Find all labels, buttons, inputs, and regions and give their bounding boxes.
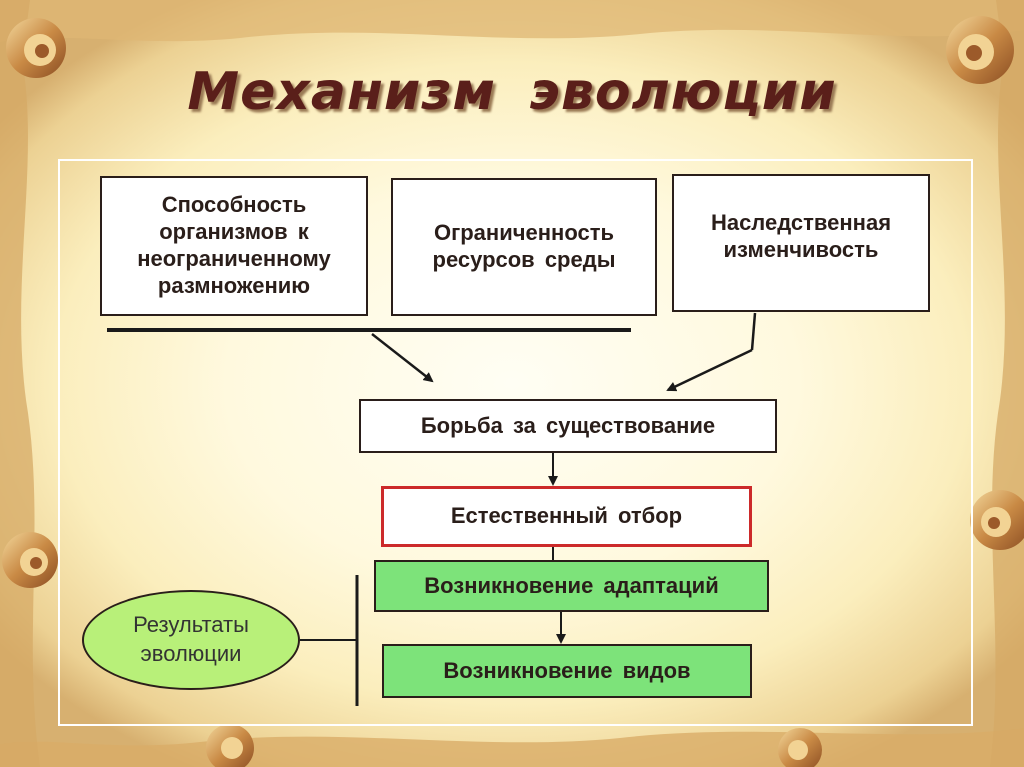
- species-emergence-box: Возникновение видов: [382, 644, 752, 698]
- adaptation-emergence-box: Возникновение адаптаций: [374, 560, 769, 612]
- content-frame: [58, 159, 973, 726]
- cause-box-resources: Ограниченность ресурсов среды: [391, 178, 657, 316]
- cause-line: Ограниченность: [433, 220, 614, 246]
- cause-line: Наследственная: [710, 210, 892, 235]
- cause-line: размножению: [157, 272, 311, 298]
- cause-line: организмов к: [159, 219, 309, 245]
- page-title: Механизм эволюции: [187, 62, 837, 122]
- natural-selection-box: Естественный отбор: [381, 486, 752, 547]
- cause-line: неограниченному: [137, 246, 331, 271]
- cause-line: ресурсов среды: [432, 247, 616, 272]
- cause-line: Способность: [161, 192, 307, 218]
- struggle-for-existence-box: Борьба за существование: [359, 399, 777, 453]
- results-line: эволюции: [140, 641, 242, 666]
- cause-box-reproduction: Способность организмов к неограниченному…: [100, 176, 368, 316]
- cause-box-variability: Наследственная изменчивость: [672, 174, 930, 312]
- results-line: Результаты: [133, 612, 249, 638]
- cause-line: изменчивость: [723, 236, 879, 262]
- evolution-results-ellipse: Результаты эволюции: [82, 590, 300, 690]
